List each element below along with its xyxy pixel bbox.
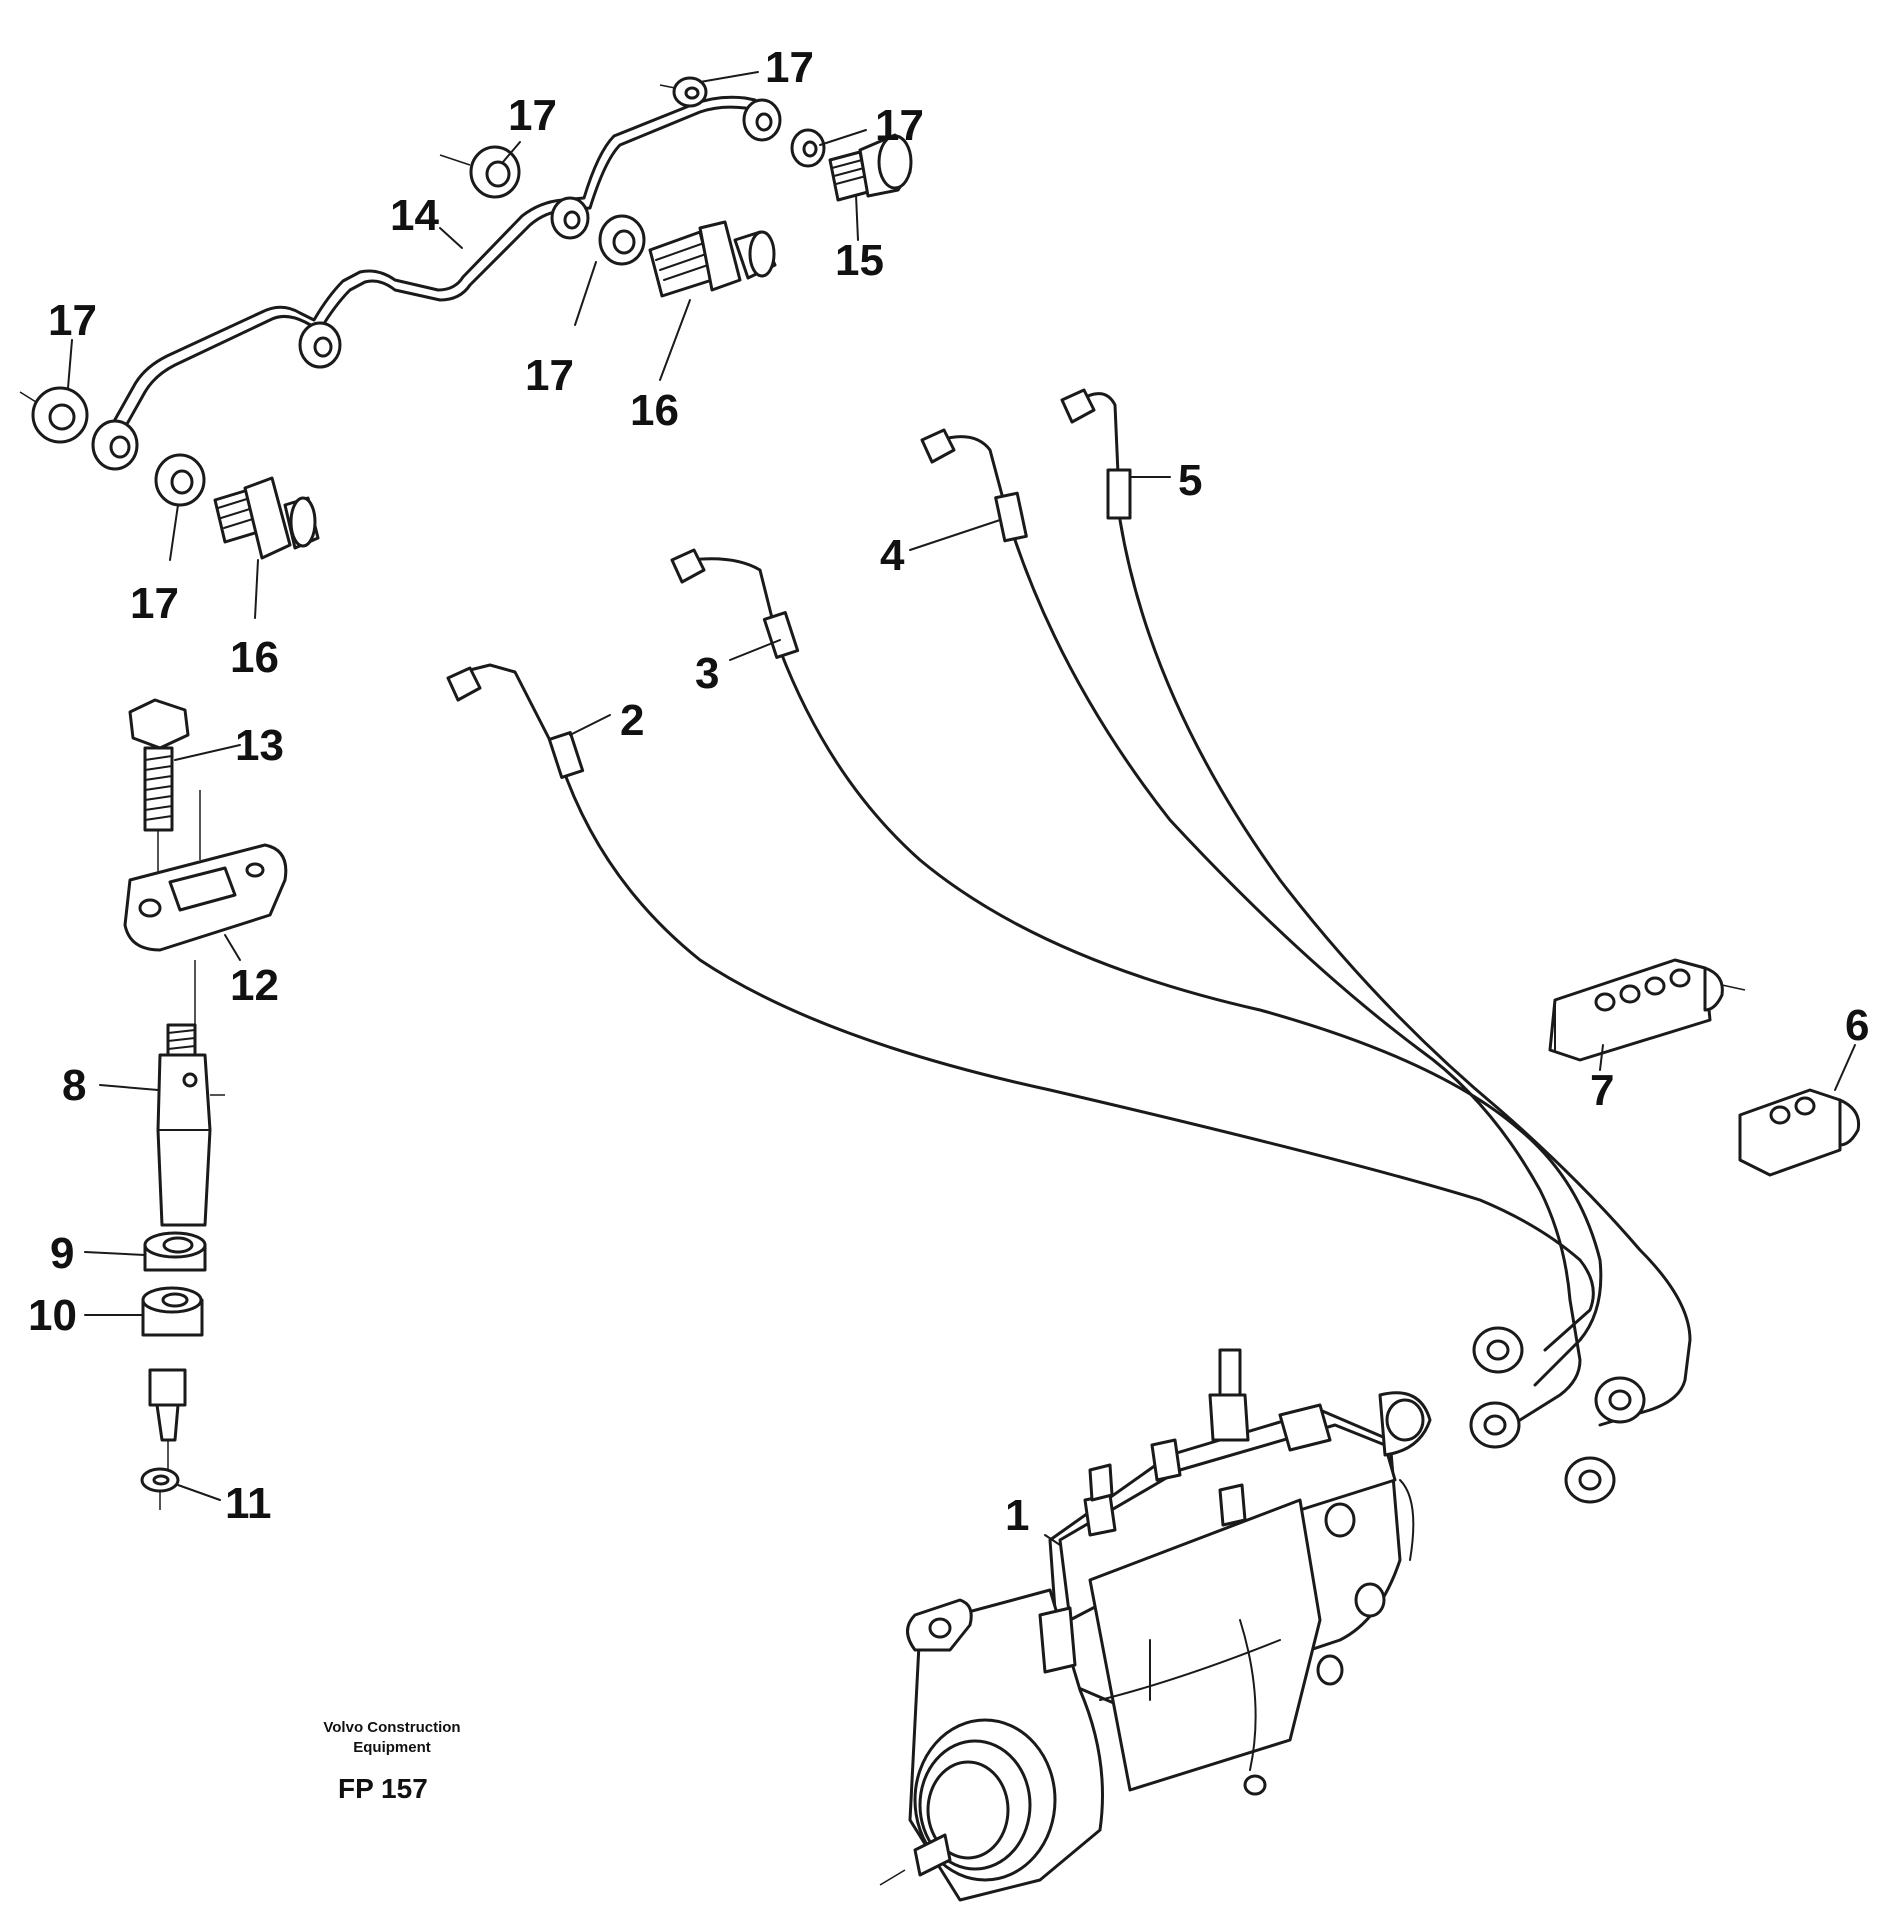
banjo-eye-left (91, 419, 139, 471)
callout-17-center: 17 (525, 351, 574, 400)
callout-14: 14 (390, 191, 439, 240)
injection-pipe-2 (446, 663, 1595, 1352)
callout-16-upper: 16 (630, 386, 679, 435)
figure-code: FP 157 (338, 1773, 428, 1804)
sealing-washer-right-small (790, 128, 826, 168)
banjo-eye-right (550, 196, 590, 240)
banjo-eye-mid (298, 321, 342, 369)
callout-11: 11 (225, 1479, 272, 1528)
sealing-washer-lower-left (154, 453, 206, 507)
pipe-nut-b (1469, 1401, 1521, 1449)
pipe-clamp-7 (1548, 958, 1746, 1062)
callout-17-right: 17 (875, 101, 924, 150)
brand-line-1: Volvo Construction (323, 1719, 460, 1736)
callout-13: 13 (235, 721, 284, 770)
callout-17-upper-left: 17 (508, 91, 557, 140)
nozzle (148, 1368, 187, 1470)
sealing-washer-upper-left (439, 145, 521, 199)
return-fuel-pipe (106, 95, 757, 442)
heat-shield-10 (141, 1286, 204, 1337)
callout-12: 12 (230, 961, 279, 1010)
injection-pipe-3 (670, 548, 1603, 1387)
callout-17-far-left: 17 (48, 296, 97, 345)
injector-holder-8 (156, 960, 225, 1227)
callout-4: 4 (880, 531, 905, 580)
hex-bolt-13 (128, 698, 190, 880)
banjo-eye-top (742, 98, 782, 142)
callout-15: 15 (835, 236, 884, 285)
callout-labels: 17 17 17 15 14 17 16 17 17 16 13 12 8 9 … (28, 43, 1869, 1540)
callout-1: 1 (1005, 1491, 1029, 1540)
figure-footer: Volvo Construction Equipment FP 157 (323, 1719, 460, 1804)
callout-5: 5 (1178, 456, 1202, 505)
sealing-washer-center (598, 214, 646, 266)
callout-7: 7 (1590, 1066, 1614, 1115)
banjo-bolt-15 (828, 133, 913, 202)
injection-pipe-5 (1060, 388, 1692, 1427)
callout-6: 6 (1845, 1001, 1869, 1050)
brand-line-2: Equipment (353, 1739, 431, 1756)
callout-2: 2 (620, 696, 644, 745)
callout-9: 9 (50, 1229, 74, 1278)
callout-3: 3 (695, 649, 719, 698)
pipe-clamp-6 (1738, 1088, 1861, 1177)
callout-8: 8 (62, 1061, 86, 1110)
injection-pipe-4 (920, 428, 1582, 1422)
callout-16-lower: 16 (230, 633, 279, 682)
banjo-bolt-16-upper (648, 220, 777, 298)
sealing-washer-far-left (19, 386, 89, 444)
callout-17-top: 17 (765, 43, 814, 92)
pipe-nut-c (1594, 1376, 1646, 1424)
washer-9 (143, 1231, 207, 1272)
sealing-washer-11 (140, 1467, 180, 1510)
injection-pump (879, 1348, 1432, 1902)
pipe-nut-d (1564, 1456, 1616, 1504)
pipe-nut-a (1472, 1326, 1524, 1374)
leader-lines (67, 71, 1856, 1546)
callout-17-lower-left: 17 (130, 579, 179, 628)
clamp-bracket-12 (123, 790, 288, 952)
sealing-washer-top (659, 76, 708, 108)
callout-10: 10 (28, 1291, 77, 1340)
banjo-bolt-16-lower (213, 476, 320, 560)
